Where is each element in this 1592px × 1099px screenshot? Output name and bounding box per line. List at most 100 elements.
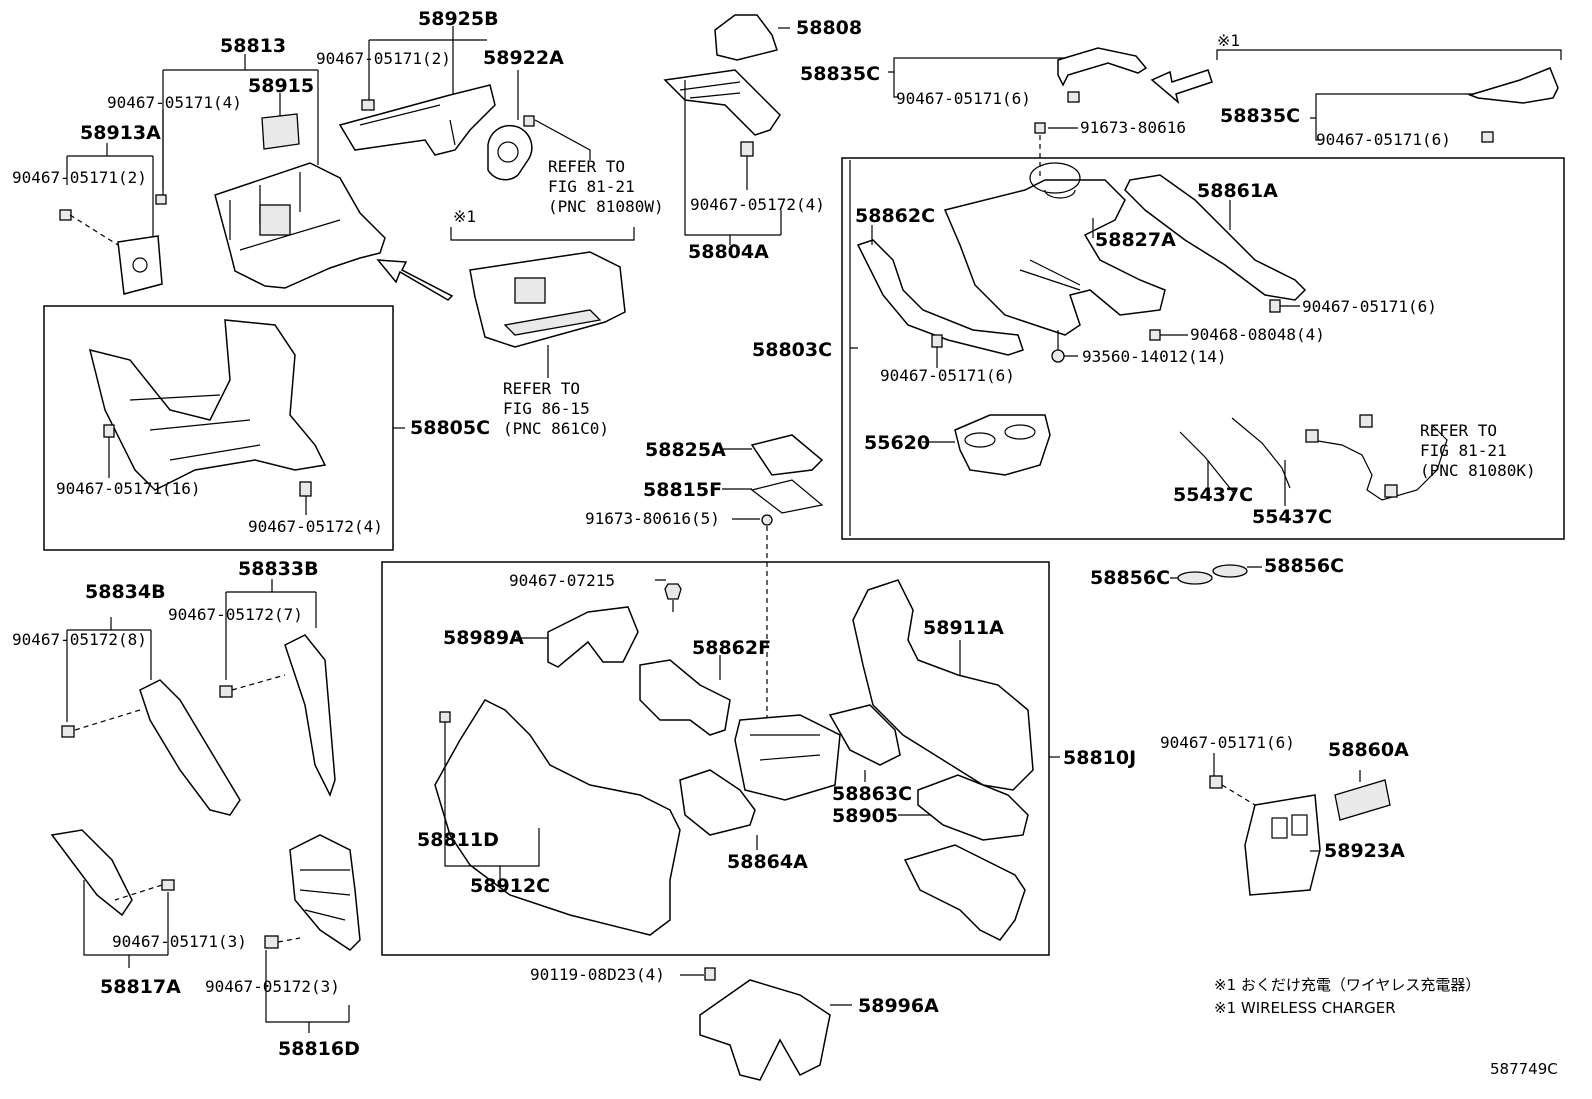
label-58808[interactable]: 58808	[796, 17, 862, 39]
part-58825a[interactable]	[750, 434, 824, 476]
label-55437c-a[interactable]: 55437C	[1173, 484, 1253, 506]
label-90467-05171-6e[interactable]: 90467-05171(6)	[1160, 733, 1295, 752]
part-58905[interactable]	[917, 774, 1029, 841]
part-58862f[interactable]	[639, 659, 731, 736]
part-55437c-a[interactable]	[1179, 431, 1236, 495]
label-58856c-a[interactable]: 58856C	[1090, 567, 1170, 589]
label-90467-05172-7[interactable]: 90467-05172(7)	[168, 605, 303, 624]
label-58834b[interactable]: 58834B	[85, 581, 166, 603]
label-58817a[interactable]: 58817A	[100, 976, 181, 998]
label-90467-05171-3[interactable]: 90467-05171(3)	[112, 932, 247, 951]
part-58813[interactable]	[214, 162, 386, 289]
label-90467-05171-6c[interactable]: 90467-05171(6)	[1302, 297, 1437, 316]
part-58925b[interactable]	[338, 84, 496, 156]
label-58810j[interactable]: 58810J	[1063, 747, 1136, 769]
clip-90467-05171-2b[interactable]	[59, 209, 72, 221]
label-90467-05172-8[interactable]: 90467-05172(8)	[12, 630, 147, 649]
label-90467-05171-6d[interactable]: 90467-05171(6)	[880, 366, 1015, 385]
label-55437c-b[interactable]: 55437C	[1252, 506, 1332, 528]
part-58996a[interactable]	[699, 979, 831, 1081]
label-90467-05171-4[interactable]: 90467-05171(4)	[107, 93, 242, 112]
label-58833b[interactable]: 58833B	[238, 558, 319, 580]
part-58915[interactable]	[261, 113, 300, 150]
label-58835c-a[interactable]: 58835C	[800, 63, 880, 85]
label-58804a[interactable]: 58804A	[688, 241, 769, 263]
bolt-90119-08d23[interactable]	[704, 967, 716, 981]
label-90467-05171-6b[interactable]: 90467-05171(6)	[1316, 130, 1451, 149]
label-90467-05172-3[interactable]: 90467-05172(3)	[205, 977, 340, 996]
label-58915[interactable]: 58915	[248, 75, 314, 97]
part-wireless-tray[interactable]	[469, 251, 626, 348]
clip-90467-07215[interactable]	[664, 583, 682, 600]
label-58856c-b[interactable]: 58856C	[1264, 555, 1344, 577]
part-58862c[interactable]	[856, 239, 1024, 356]
label-58805c[interactable]: 58805C	[410, 417, 490, 439]
part-58912c[interactable]	[434, 699, 681, 936]
label-58862f[interactable]: 58862F	[692, 637, 771, 659]
part-58922a[interactable]	[487, 124, 533, 181]
label-58989a[interactable]: 58989A	[443, 627, 524, 649]
label-58925b[interactable]: 58925B	[418, 8, 499, 30]
label-58860a[interactable]: 58860A	[1328, 739, 1409, 761]
part-58860a[interactable]	[1334, 779, 1391, 821]
label-58811d[interactable]: 58811D	[417, 829, 499, 851]
label-90467-05171-16[interactable]: 90467-05171(16)	[56, 479, 201, 498]
label-58863c[interactable]: 58863C	[832, 783, 912, 805]
part-55437c-b[interactable]	[1231, 417, 1291, 489]
label-90467-05171-2b[interactable]: 90467-05171(2)	[12, 168, 147, 187]
label-58815f[interactable]: 58815F	[643, 479, 722, 501]
part-58805c[interactable]	[88, 319, 327, 491]
label-58913a[interactable]: 58913A	[80, 122, 161, 144]
part-58911a[interactable]	[852, 579, 1034, 791]
clip-90467-05171-4[interactable]	[155, 194, 167, 205]
label-58905[interactable]: 58905	[832, 805, 898, 827]
part-58827a[interactable]	[943, 179, 1166, 336]
label-90467-05171-6a[interactable]: 90467-05171(6)	[896, 89, 1031, 108]
clip-90467-05171-2a[interactable]	[361, 99, 375, 111]
label-58835c-b[interactable]: 58835C	[1220, 105, 1300, 127]
part-58815f[interactable]	[750, 479, 824, 514]
label-58922a[interactable]: 58922A	[483, 47, 564, 69]
ref-81-21-b-line3[interactable]: (PNC 81080K)	[1420, 461, 1536, 480]
ref-86-15-line3[interactable]: (PNC 861C0)	[503, 419, 609, 438]
label-58912c[interactable]: 58912C	[470, 875, 550, 897]
label-90467-05172-4a[interactable]: 90467-05172(4)	[690, 195, 825, 214]
part-58835c-upper[interactable]	[1057, 47, 1148, 87]
part-58817a[interactable]	[50, 829, 133, 917]
part-58923a[interactable]	[1244, 794, 1321, 896]
label-90468-08048-4[interactable]: 90468-08048(4)	[1190, 325, 1325, 344]
label-58803c[interactable]: 58803C	[752, 339, 832, 361]
label-58923a[interactable]: 58923A	[1324, 840, 1405, 862]
part-58833b[interactable]	[284, 634, 336, 797]
part-58864a[interactable]	[679, 769, 756, 836]
part-58913a[interactable]	[117, 235, 163, 295]
part-58861a[interactable]	[1124, 174, 1307, 301]
label-58825a[interactable]: 58825A	[645, 439, 726, 461]
ref-81-21-a-line3[interactable]: (PNC 81080W)	[548, 197, 664, 216]
part-58856c-b[interactable]	[1212, 564, 1248, 578]
part-58804a[interactable]	[663, 69, 781, 136]
label-58864a[interactable]: 58864A	[727, 851, 808, 873]
label-55620[interactable]: 55620	[864, 432, 930, 454]
label-90119-08d23-4[interactable]: 90119-08D23(4)	[530, 965, 665, 984]
part-58808[interactable]	[714, 14, 778, 61]
part-harness-81080k[interactable]	[1311, 424, 1448, 501]
label-93560-14012-14[interactable]: 93560-14012(14)	[1082, 347, 1227, 366]
label-58813[interactable]: 58813	[220, 35, 286, 57]
label-91673-80616-5[interactable]: 91673-80616(5)	[585, 509, 720, 528]
part-armrest-base[interactable]	[903, 844, 1026, 941]
part-58863c[interactable]	[828, 704, 901, 766]
label-90467-05171-2a[interactable]: 90467-05171(2)	[316, 49, 451, 68]
part-58989a[interactable]	[547, 606, 639, 668]
label-58911a[interactable]: 58911A	[923, 617, 1004, 639]
label-91673-80616[interactable]: 91673-80616	[1080, 118, 1186, 137]
label-58816d[interactable]: 58816D	[278, 1038, 360, 1060]
part-58834b[interactable]	[139, 679, 241, 816]
label-90467-05172-4b[interactable]: 90467-05172(4)	[248, 517, 383, 536]
part-58835c-lower[interactable]	[1467, 67, 1559, 104]
label-58861a[interactable]: 58861A	[1197, 180, 1278, 202]
part-55620[interactable]	[954, 414, 1051, 476]
label-58996a[interactable]: 58996A	[858, 995, 939, 1017]
label-58862c[interactable]: 58862C	[855, 205, 935, 227]
part-58856c-a[interactable]	[1177, 571, 1213, 585]
